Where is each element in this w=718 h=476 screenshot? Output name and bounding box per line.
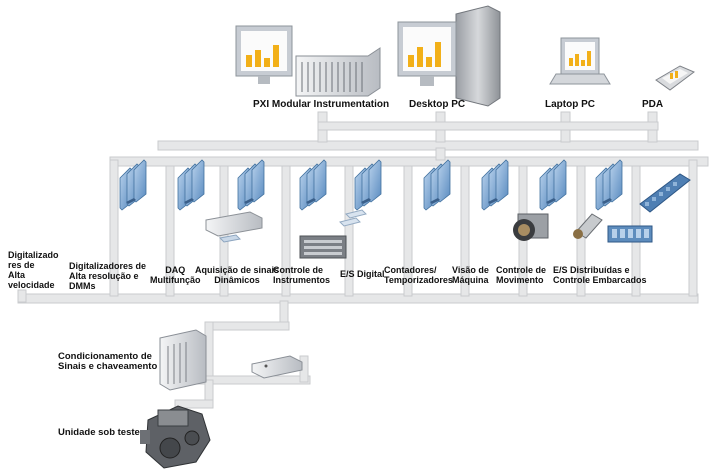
label-motion: Controle de Movimento <box>496 265 547 285</box>
digital-io-cards <box>339 209 367 227</box>
module-stack <box>481 159 509 211</box>
camera-device <box>513 213 549 241</box>
label-laptop-pc: Laptop PC <box>545 99 595 110</box>
label-distributed-io: E/S Distribuídas e Controle Embarcados <box>553 265 647 285</box>
label-hs-digitizers: Digitalizado res de Alta velocidade <box>8 250 59 290</box>
label-uut: Unidade sob teste <box>58 427 140 438</box>
lower-bus <box>17 293 699 304</box>
module-stack <box>423 159 451 211</box>
module-stack <box>119 159 147 211</box>
engine-icon <box>140 405 211 469</box>
module-stack <box>354 159 382 211</box>
motor-device <box>573 213 603 239</box>
module-stack <box>595 159 623 211</box>
label-conditioning: Condicionamento de Sinais e chaveamento <box>58 351 158 372</box>
switch-module <box>251 355 303 379</box>
module-stack <box>177 159 205 211</box>
label-instrument-control: Controle de Instrumentos <box>273 265 331 285</box>
label-counters: Contadores/ Temporizadores <box>384 265 453 285</box>
instrument-control-box <box>299 235 347 259</box>
distributed-io-rack <box>607 173 691 243</box>
module-stack <box>539 159 567 211</box>
label-desktop-pc: Desktop PC <box>409 99 466 110</box>
module-stack <box>237 159 265 211</box>
label-hr-digitizers: Digitalizadores de Alta resolução e DMMs <box>69 261 147 291</box>
laptop-pc <box>549 37 611 85</box>
pda-device <box>655 65 695 91</box>
label-dynamic: Aquisição de sinais Dinâmicos <box>195 265 280 285</box>
module-stacks <box>119 159 623 211</box>
label-vision: Visão de Máquina <box>452 265 489 285</box>
signal-conditioning-chassis <box>159 329 207 391</box>
label-pda: PDA <box>642 99 664 110</box>
pxi-system <box>235 25 381 97</box>
label-digital-io: E/S Digital <box>340 269 385 279</box>
label-pxi: PXI Modular Instrumentation <box>253 99 390 110</box>
dynamic-signal-devices <box>205 211 263 243</box>
module-stack <box>299 159 327 211</box>
desktop-pc <box>397 5 501 107</box>
label-daq: DAQ Multifunção <box>150 265 201 285</box>
upper-bus <box>157 140 699 151</box>
